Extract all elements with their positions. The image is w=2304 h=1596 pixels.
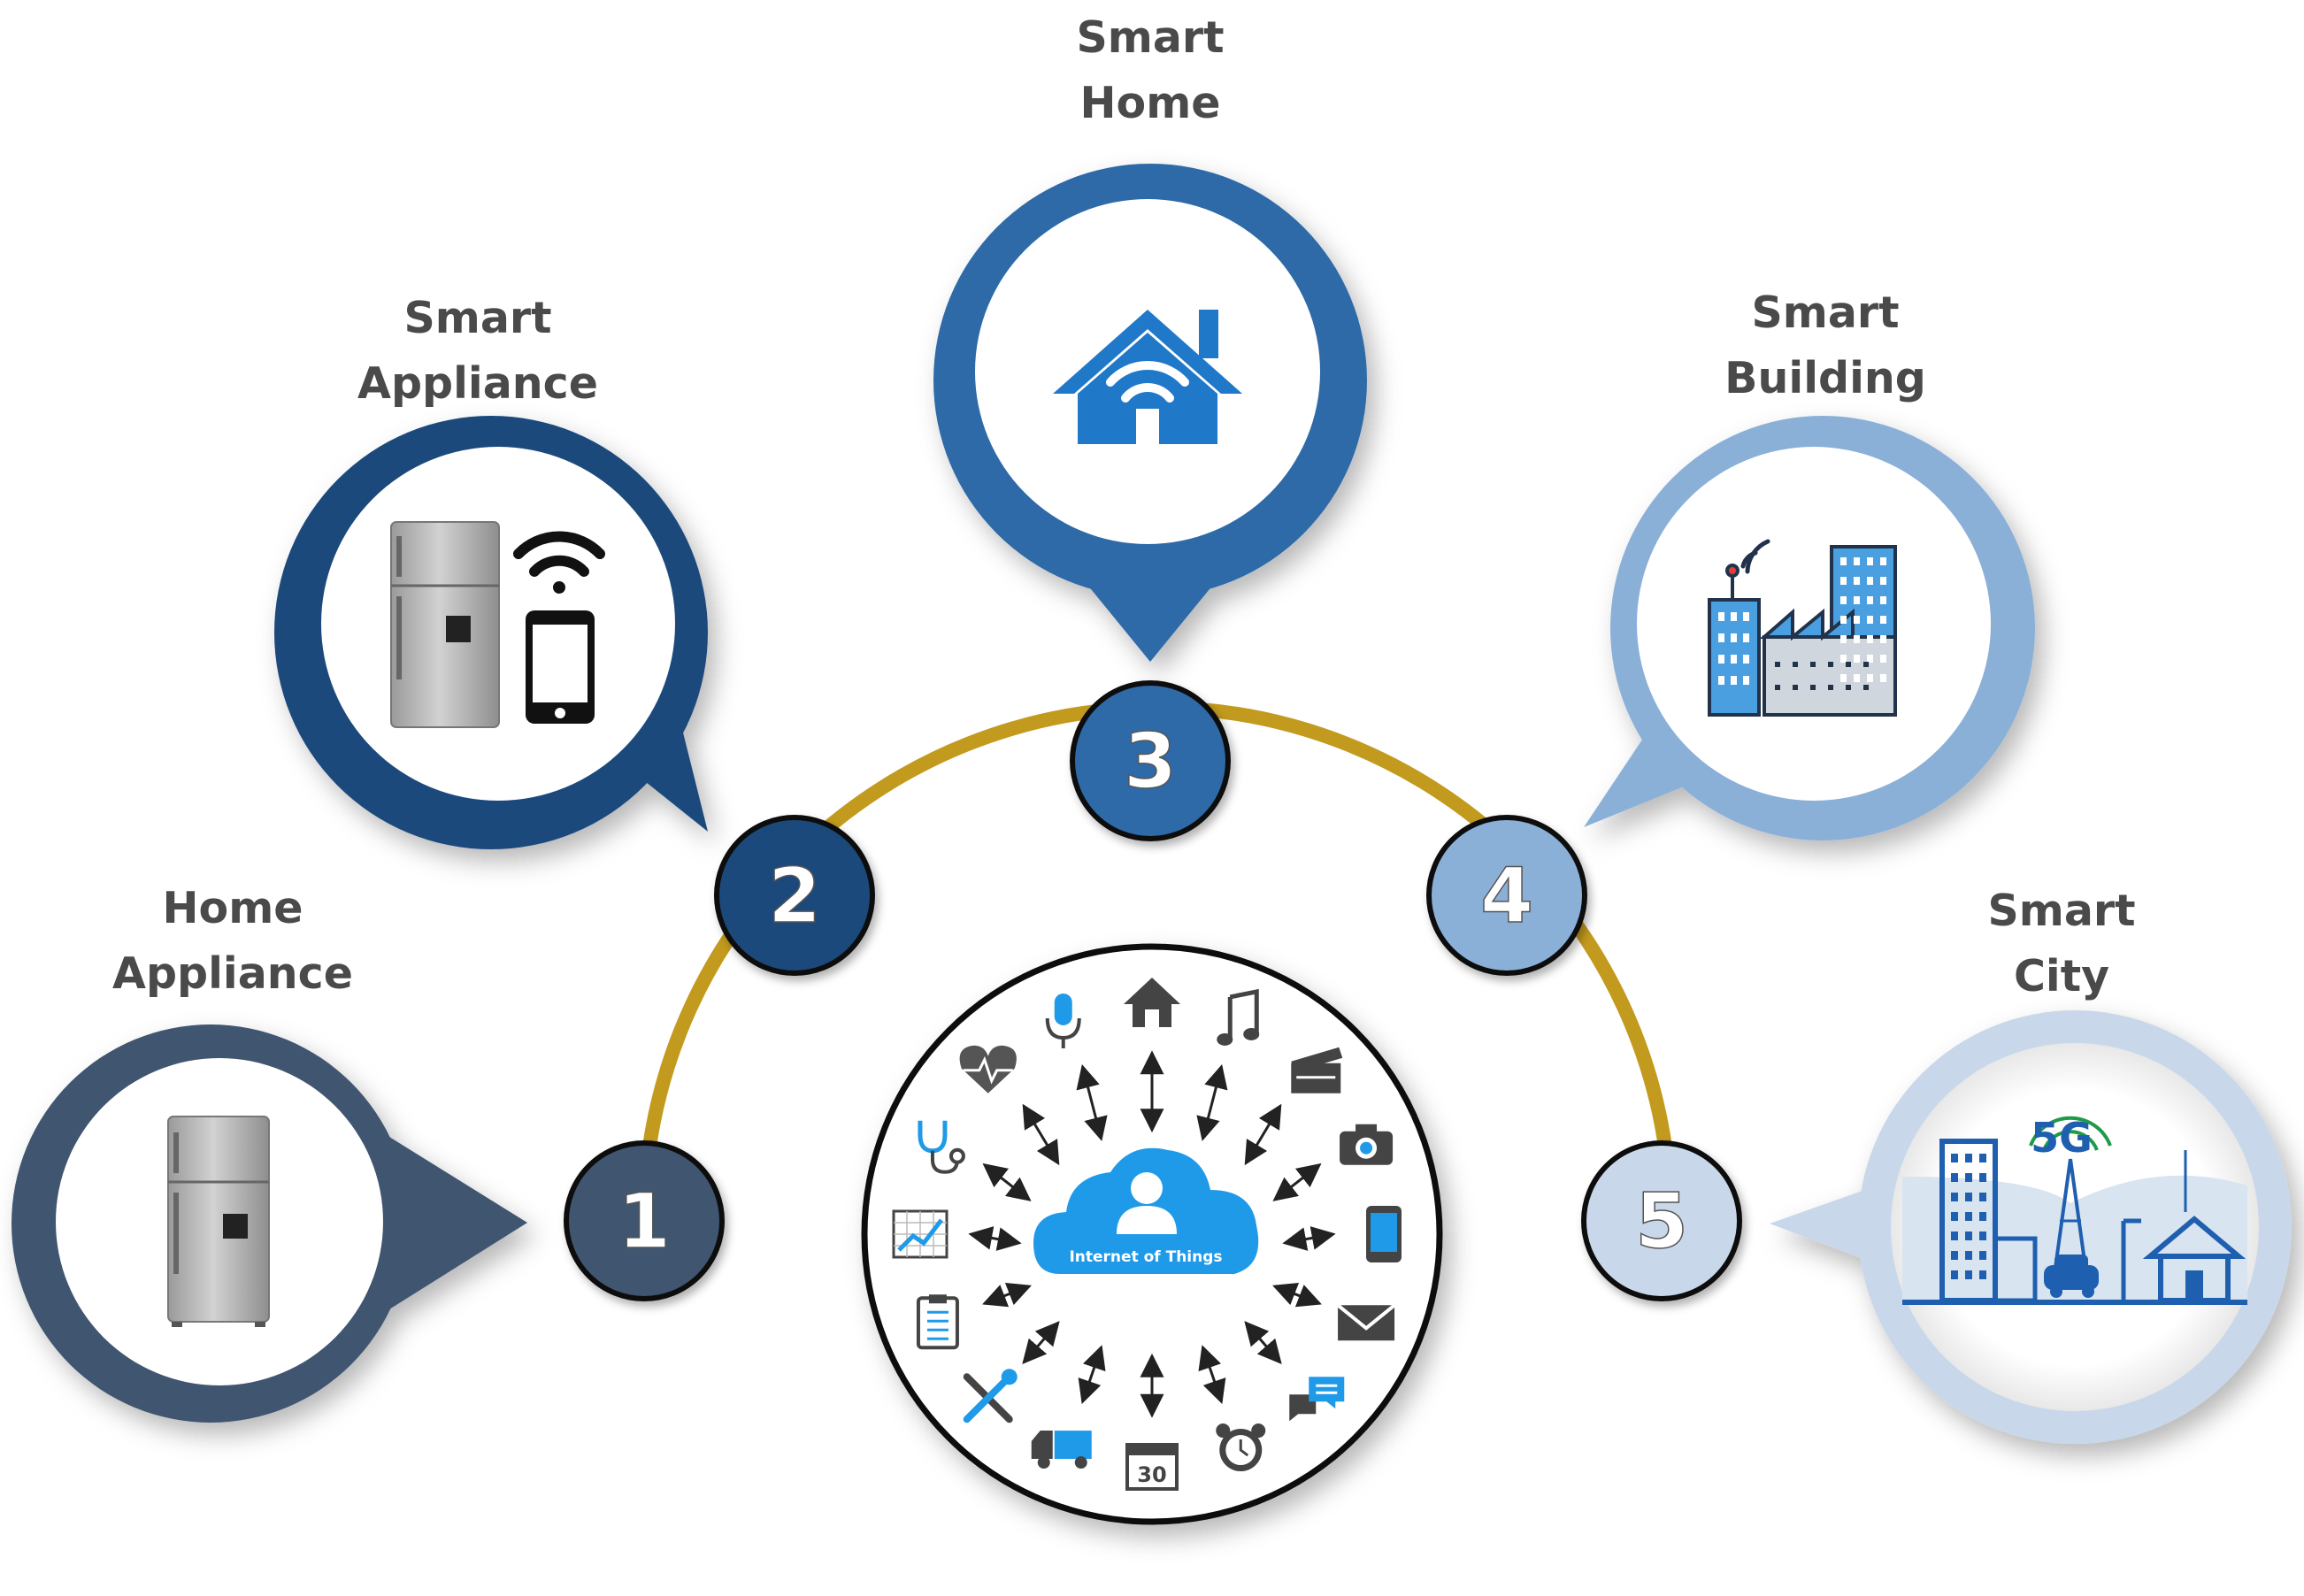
node-circle: [564, 1140, 725, 1301]
camera-icon: [1340, 1124, 1394, 1165]
node-circle: [1426, 815, 1587, 976]
spoke-arrow: [1272, 1162, 1322, 1201]
music-note-icon: [1217, 988, 1260, 1046]
node-5: 5: [1581, 1140, 1742, 1301]
tools-icon: [963, 1369, 1018, 1423]
chat-icon: [1289, 1377, 1345, 1422]
clapperboard-icon: [1291, 1047, 1343, 1093]
label-smart-home-line1: Smart: [1076, 12, 1225, 63]
label-smart-building: Smart Building: [1693, 280, 1958, 411]
label-home-appliance-line2: Appliance: [112, 948, 353, 999]
spoke-arrow: [1282, 1226, 1336, 1251]
label-smart-appliance-line2: Appliance: [357, 358, 598, 409]
numbered-nodes: 1 2 3 4 5: [564, 680, 1742, 1301]
calendar-day-text: 30: [1137, 1462, 1166, 1487]
spoke-arrow: [1022, 1321, 1060, 1364]
node-number: 4: [1480, 852, 1533, 940]
label-home-appliance-line1: Home: [162, 883, 303, 933]
node-number: 1: [618, 1178, 671, 1266]
label-home-appliance: Home Appliance: [104, 876, 361, 1007]
iot-hub-title: Internet of Things: [1069, 1248, 1222, 1266]
building-windows: [1718, 557, 1886, 690]
node-4: 4: [1426, 815, 1587, 976]
label-smart-city-line2: City: [2013, 951, 2110, 1001]
spoke-arrow: [1272, 1282, 1322, 1308]
node-2: 2: [714, 815, 875, 976]
spoke-arrow: [1244, 1103, 1282, 1166]
node-number: 3: [1124, 717, 1177, 806]
node-number: 5: [1635, 1178, 1688, 1266]
alarm-clock-icon: [1216, 1423, 1266, 1472]
spoke-arrow: [1022, 1103, 1060, 1166]
node-3: 3: [1070, 680, 1231, 841]
label-smart-appliance: Smart Appliance: [345, 286, 611, 417]
node-circle: [714, 815, 875, 976]
spoke-arrow: [982, 1282, 1032, 1308]
calendar-icon: 30: [1125, 1443, 1179, 1491]
label-smart-home-line2: Home: [1079, 78, 1221, 128]
iot-spokes: [968, 1050, 1336, 1418]
smart-house-wifi-icon: [1053, 310, 1242, 444]
spoke-arrow: [982, 1162, 1032, 1201]
delivery-truck-icon: [1031, 1431, 1092, 1469]
spoke-arrow: [1196, 1063, 1228, 1141]
label-smart-home: Smart Home: [1018, 5, 1283, 136]
node-circle: [1070, 680, 1231, 841]
iot-satellite-icons: 30: [892, 978, 1402, 1491]
spoke-arrow: [1198, 1345, 1226, 1404]
stethoscope-icon: [918, 1120, 965, 1174]
microphone-icon: [1045, 993, 1081, 1048]
spoke-arrow: [1076, 1063, 1108, 1141]
smart-city-5g-icon: 5G: [1902, 1114, 2247, 1305]
node-1: 1: [564, 1140, 725, 1301]
node-number: 2: [768, 852, 821, 940]
node-circle: [1581, 1140, 1742, 1301]
home-icon: [1124, 978, 1180, 1027]
label-smart-city: Smart City: [1929, 879, 2194, 1009]
mail-icon: [1336, 1303, 1396, 1341]
tablet-icon: [1366, 1206, 1402, 1262]
label-smart-city-line1: Smart: [1987, 886, 2136, 936]
cloud-user-icon: Internet of Things: [1033, 1147, 1259, 1274]
smart-building-icon: [1708, 539, 1897, 717]
label-smart-appliance-line1: Smart: [403, 293, 552, 343]
clipboard-icon: [916, 1294, 959, 1350]
heart-rate-icon: [959, 1045, 1017, 1093]
spoke-arrow: [968, 1226, 1022, 1251]
chart-icon: [892, 1209, 948, 1259]
city-5g-badge: 5G: [2031, 1114, 2093, 1162]
label-smart-building-line1: Smart: [1751, 288, 1900, 338]
spoke-arrow: [1078, 1345, 1106, 1404]
refrigerator-icon: [167, 1116, 270, 1327]
refrigerator-smartphone-wifi-icon: [390, 521, 605, 728]
label-smart-building-line2: Building: [1724, 353, 1926, 403]
spoke-arrow: [1244, 1321, 1282, 1364]
